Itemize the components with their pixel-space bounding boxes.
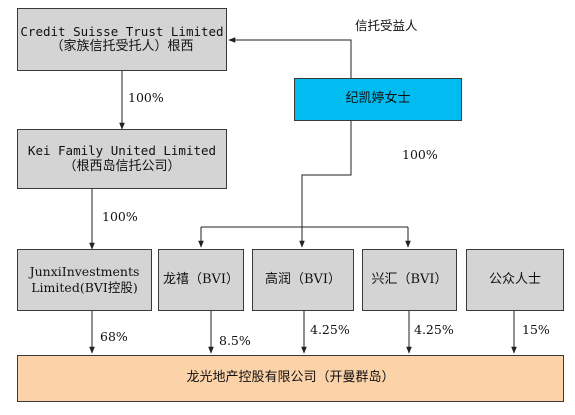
pct-settlor-to-bvi: 100%: [402, 147, 438, 162]
kei-family-subtitle: （根西岛信托公司）: [63, 158, 181, 174]
kei-family-box: Kei Family United Limited （根西岛信托公司）: [17, 129, 227, 189]
beneficiary-label: 信托受益人: [355, 18, 418, 33]
pct-kei-to-junxi: 100%: [102, 209, 138, 224]
junxi-name-line2: Limited(BVI控股): [31, 280, 138, 295]
trust-entity-box: Credit Suisse Trust Limited （家族信托受托人）根西: [17, 8, 227, 71]
settlor-name: 纪凯婷女士: [345, 91, 411, 107]
pct-longxi: 8.5%: [219, 333, 251, 348]
holder-longxi-box: 龙禧（BVI）: [158, 249, 244, 311]
pct-public: 15%: [522, 322, 550, 337]
holder-public-box: 公众人士: [466, 249, 564, 311]
holder-gaorun-box: 高润（BVI）: [252, 249, 354, 311]
trust-entity-name: Credit Suisse Trust Limited: [20, 23, 224, 39]
pct-gaorun: 4.25%: [310, 322, 350, 337]
company-box: 龙光地产控股有限公司（开曼群岛）: [17, 355, 564, 402]
holder-xinghui-box: 兴汇（BVI）: [362, 249, 457, 311]
pct-junxi: 68%: [100, 329, 128, 344]
holder-public-label: 公众人士: [488, 271, 541, 287]
trust-entity-subtitle: （家族信托受托人）根西: [50, 39, 194, 55]
pct-trust-to-kei: 100%: [128, 90, 164, 105]
junxi-name-line1: JunxiInvestments: [29, 264, 140, 280]
company-name: 龙光地产控股有限公司（开曼群岛）: [186, 370, 395, 386]
kei-family-name: Kei Family United Limited: [27, 143, 217, 159]
holder-xinghui-label: 兴汇（BVI）: [371, 271, 448, 287]
pct-xinghui: 4.25%: [414, 322, 454, 337]
holder-gaorun-label: 高润（BVI）: [264, 271, 342, 287]
junxi-box: JunxiInvestments Limited(BVI控股): [17, 249, 152, 311]
holder-longxi-label: 龙禧（BVI）: [162, 271, 240, 287]
settlor-box: 纪凯婷女士: [294, 78, 462, 121]
